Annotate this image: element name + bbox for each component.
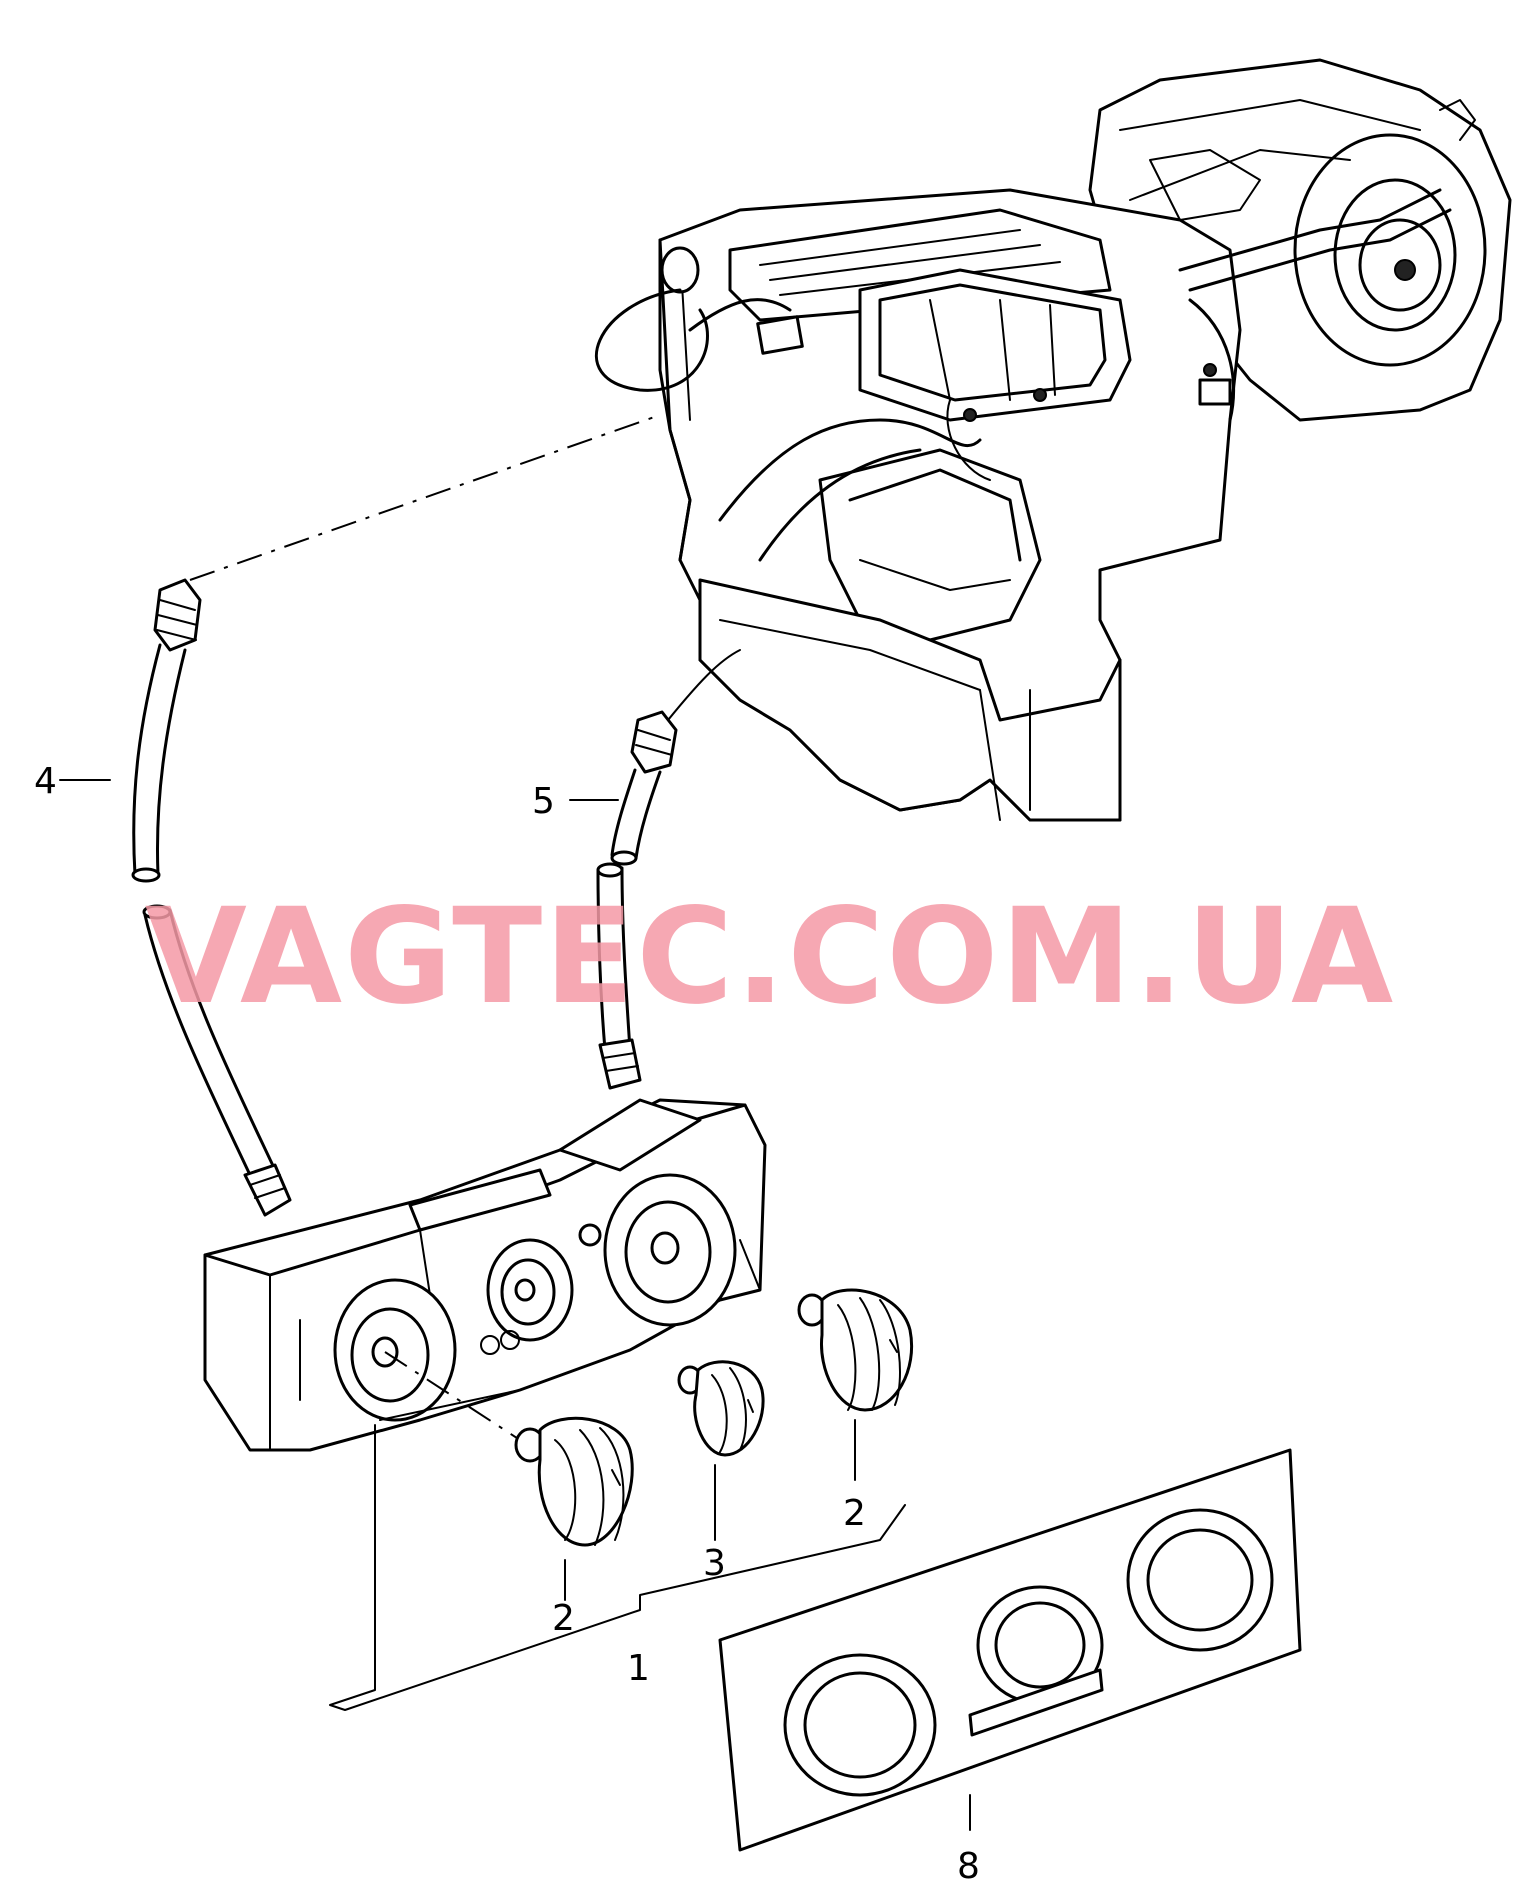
callout-4: 4 <box>34 761 57 802</box>
callout-2-right: 2 <box>843 1493 866 1534</box>
callout-3: 3 <box>703 1543 726 1584</box>
callout-8: 8 <box>957 1846 980 1887</box>
bowden-cable-4 <box>131 414 661 1217</box>
rotary-knob-2-right <box>797 1288 913 1412</box>
callout-5: 5 <box>532 781 555 822</box>
bowden-cable-5 <box>596 649 741 1090</box>
control-unit <box>203 1098 767 1452</box>
heater-blower-assembly <box>594 58 1512 822</box>
callout-2-left: 2 <box>552 1598 575 1639</box>
rotary-knob-2-left <box>514 1416 634 1547</box>
callout-labels: 4 5 2 3 2 1 8 <box>34 761 980 1887</box>
rotary-knob-3 <box>677 1360 765 1457</box>
leader-lines <box>59 779 971 1831</box>
trim-panel-8 <box>718 1448 1302 1852</box>
callout-1: 1 <box>627 1648 650 1689</box>
